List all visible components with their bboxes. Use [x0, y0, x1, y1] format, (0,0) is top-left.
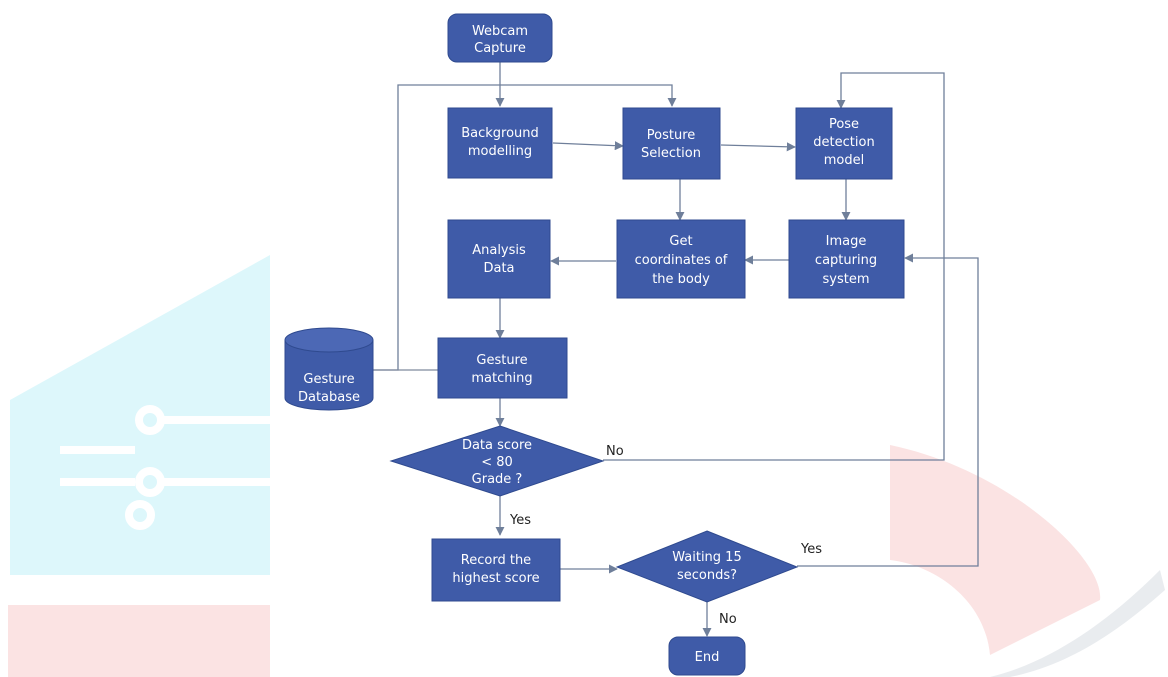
watermark-red-arc [890, 445, 1101, 655]
image-capturing-line1: Image [826, 234, 867, 249]
get-coordinates-line2: coordinates of [635, 253, 728, 268]
edge-label-wait-no: No [719, 612, 737, 627]
edge-label-score-no: No [606, 444, 624, 459]
node-webcam-capture: Webcam Capture [447, 13, 553, 63]
node-gesture-matching: Gesture matching [437, 337, 568, 399]
pose-detection-line3: model [824, 153, 864, 168]
edge-label-score-yes: Yes [509, 513, 531, 528]
node-record-highest-score: Record the highest score [431, 538, 561, 602]
node-gesture-database: Gesture Database [284, 327, 374, 411]
node-data-score-decision: Data score < 80 Grade ? [389, 425, 605, 497]
watermark-red-shape [8, 605, 270, 677]
webcam-capture-line2: Capture [474, 41, 526, 56]
node-waiting-decision: Waiting 15 seconds? [615, 530, 799, 603]
record-highest-line1: Record the [461, 553, 531, 568]
get-coordinates-line3: the body [652, 272, 710, 287]
posture-selection-line2: Selection [641, 146, 701, 161]
data-score-line1: Data score [462, 438, 532, 453]
analysis-data-line2: Data [483, 261, 514, 276]
image-capturing-line2: capturing [815, 253, 877, 268]
get-coordinates-line1: Get [669, 234, 692, 249]
waiting-line1: Waiting 15 [672, 550, 741, 565]
data-score-line3: Grade ? [472, 472, 523, 487]
analysis-data-line1: Analysis [472, 243, 526, 258]
image-capturing-line3: system [823, 272, 870, 287]
node-posture-selection: Posture Selection [622, 107, 721, 180]
pose-detection-line1: Pose [829, 117, 859, 132]
background-watermark [8, 255, 1165, 677]
edge-label-wait-yes: Yes [800, 542, 822, 557]
background-modelling-line1: Background [461, 126, 539, 141]
pose-detection-line2: detection [813, 135, 874, 150]
webcam-capture-line1: Webcam [472, 24, 528, 39]
node-image-capturing-system: Image capturing system [788, 219, 905, 299]
node-pose-detection-model: Pose detection model [795, 107, 893, 180]
gesture-matching-line2: matching [471, 371, 532, 386]
edge-waiting-yes-to-image [797, 253, 979, 567]
gesture-matching-line1: Gesture [476, 353, 527, 368]
edge-posture-to-pose [720, 142, 796, 152]
data-score-line2: < 80 [481, 455, 513, 470]
waiting-line2: seconds? [677, 568, 737, 583]
end-label: End [695, 650, 720, 665]
edges [373, 62, 979, 637]
background-modelling-line2: modelling [468, 144, 532, 159]
gesture-database-line1: Gesture [303, 372, 354, 387]
watermark-circuit-icon [60, 405, 270, 530]
edge-background-to-posture [552, 141, 624, 151]
node-background-modelling: Background modelling [447, 107, 553, 179]
node-analysis-data: Analysis Data [447, 219, 551, 299]
edge-decision-no-to-pose [603, 72, 945, 461]
posture-selection-line1: Posture [647, 128, 696, 143]
record-highest-line2: highest score [452, 571, 539, 586]
node-end: End [668, 636, 746, 676]
gesture-database-line2: Database [298, 390, 360, 405]
node-get-coordinates: Get coordinates of the body [616, 219, 746, 299]
